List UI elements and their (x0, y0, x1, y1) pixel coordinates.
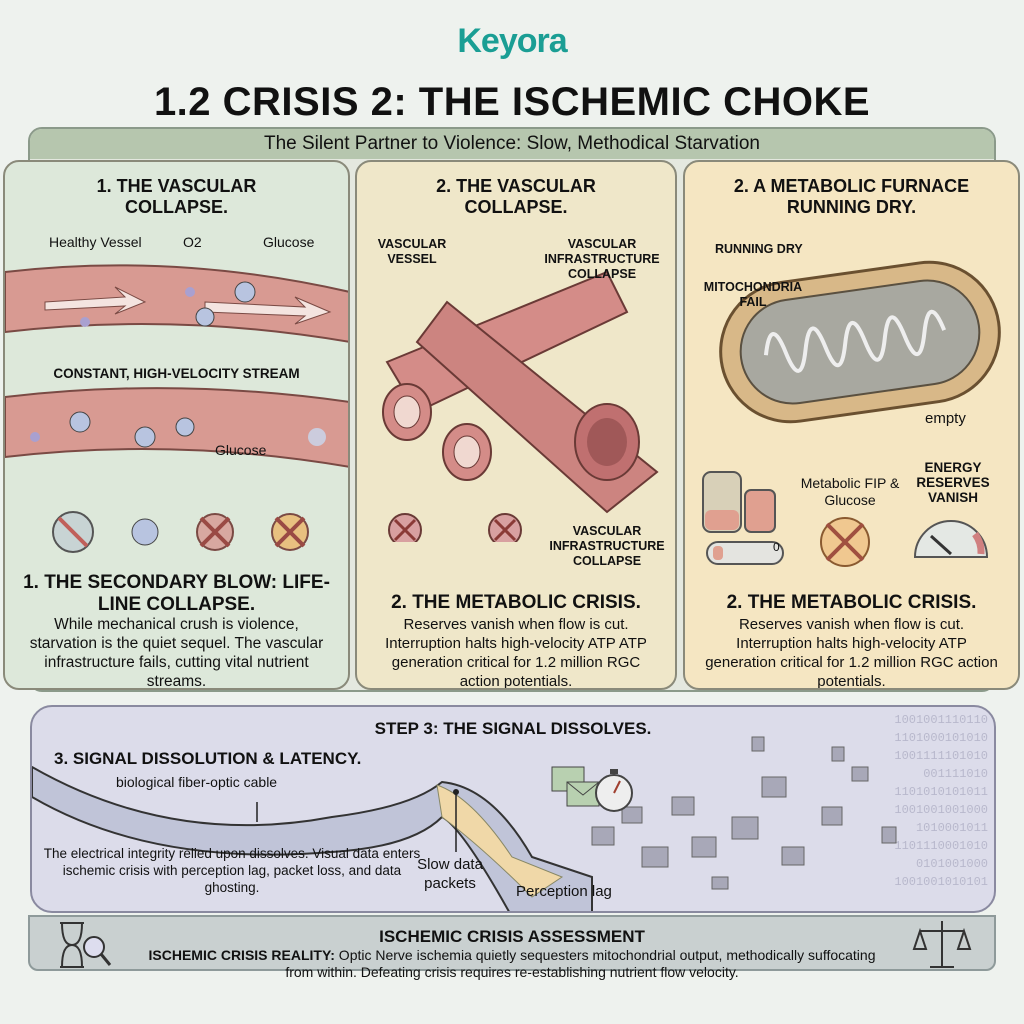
gauge-icon (913, 520, 989, 558)
fuel-jar-icon (702, 471, 776, 533)
panel3-body: Reserves vanish when flow is cut. Interr… (705, 616, 998, 690)
collapsed-vessels-illustration (382, 270, 659, 542)
label-glucose: Glucose (263, 234, 315, 250)
label-infra-collapse-1: VASCULAR INFRASTRUCTURE COLLAPSE (544, 237, 660, 281)
stopwatch-icon (595, 769, 633, 812)
label-fuel: Metabolic FIP & Glucose (800, 475, 900, 508)
label-empty: empty (925, 410, 966, 427)
assessment-text: ISCHEMIC CRISIS REALITY: Optic Nerve isc… (140, 947, 884, 981)
panel2-subheading: 2. THE METABOLIC CRISIS. (391, 592, 641, 613)
fiber-optic-cable-illustration (32, 736, 897, 911)
o2-icon (131, 518, 159, 546)
fuel-and-gauge-icons (702, 471, 989, 567)
no-flow-icon (52, 511, 94, 553)
assessment-lead: ISCHEMIC CRISIS REALITY: (148, 947, 335, 963)
step3-subheading: 3. SIGNAL DISSOLUTION & LATENCY. (54, 749, 362, 768)
label-slow-packets: Slow data packets (417, 856, 483, 892)
label-perception-lag: Perception lag (516, 883, 612, 900)
envelope-icon (551, 766, 600, 807)
label-o2: O2 (183, 234, 202, 250)
label-mito-fail: MITOCHONDRIA FAIL (703, 280, 803, 309)
label-stream: CONSTANT, HIGH-VELOCITY STREAM (53, 366, 300, 381)
mitochondria-illustration (719, 260, 1001, 424)
assessment-box: ISCHEMIC CRISIS ASSESSMENT ISCHEMIC CRIS… (28, 915, 996, 980)
label-running-dry: RUNNING DRY (715, 242, 803, 256)
panel-vascular-collapse: 1. THE VASCULAR COLLAPSE. Healthy Vessel… (3, 160, 350, 690)
label-cable: biological fiber-optic cable (116, 774, 278, 790)
vessel-illustration (5, 264, 348, 468)
label-vascular-vessel: VASCULAR VESSEL (377, 237, 447, 266)
atp-crossed-icon (820, 517, 870, 567)
label-healthy-vessel: Healthy Vessel (49, 234, 142, 250)
crossed-cell-icon (196, 513, 234, 551)
banner: The Silent Partner to Violence: Slow, Me… (30, 129, 994, 159)
panel-metabolic-furnace: 2. A METABOLIC FURNACE RUNNING DRY. RUNN… (683, 160, 1020, 690)
scales-icon (912, 921, 972, 968)
atp-crossed-icon (271, 513, 309, 551)
crossed-icons-row (52, 511, 309, 553)
panel3-subheading: 2. THE METABOLIC CRISIS. (726, 592, 977, 613)
magnifier-icon (83, 936, 112, 966)
panel1-body: While mechanical crush is violence, star… (29, 616, 324, 690)
page-title: 1.2 CRISIS 2: THE ISCHEMIC CHOKE (153, 80, 871, 124)
label-infra-collapse-2: VASCULAR INFRASTRUCTURE COLLAPSE (549, 524, 665, 568)
assessment-body: Optic Nerve ischemia quietly sequesters … (285, 947, 876, 980)
panel2-heading: 2. THE VASCULAR COLLAPSE. (436, 176, 596, 217)
step3-heading: STEP 3: THE SIGNAL DISSOLVES. (374, 719, 652, 738)
empty-battery-icon (706, 541, 784, 565)
step3-body: The electrical integrity relied upon dis… (43, 846, 421, 895)
panel1-heading: 1. THE VASCULAR COLLAPSE. (96, 176, 257, 217)
assessment-heading: ISCHEMIC CRISIS ASSESSMENT (379, 927, 645, 946)
panel2-body: Reserves vanish when flow is cut. Interr… (385, 616, 647, 690)
panel1-subheading: 1. THE SECONDARY BLOW: LIFE-LINE COLLAPS… (23, 572, 330, 615)
panel-vascular-collapse-2: 2. THE VASCULAR COLLAPSE. VASCULAR VESSE… (355, 160, 677, 690)
label-glucose-2: Glucose (215, 442, 267, 458)
logo: Keyora (457, 22, 567, 60)
gauge-zero: 0 (773, 540, 780, 554)
label-energy-vanish: ENERGY RESERVES VANISH (916, 460, 990, 505)
panel3-heading: 2. A METABOLIC FURNACE RUNNING DRY. (733, 176, 970, 217)
hourglass-icon (60, 922, 112, 968)
